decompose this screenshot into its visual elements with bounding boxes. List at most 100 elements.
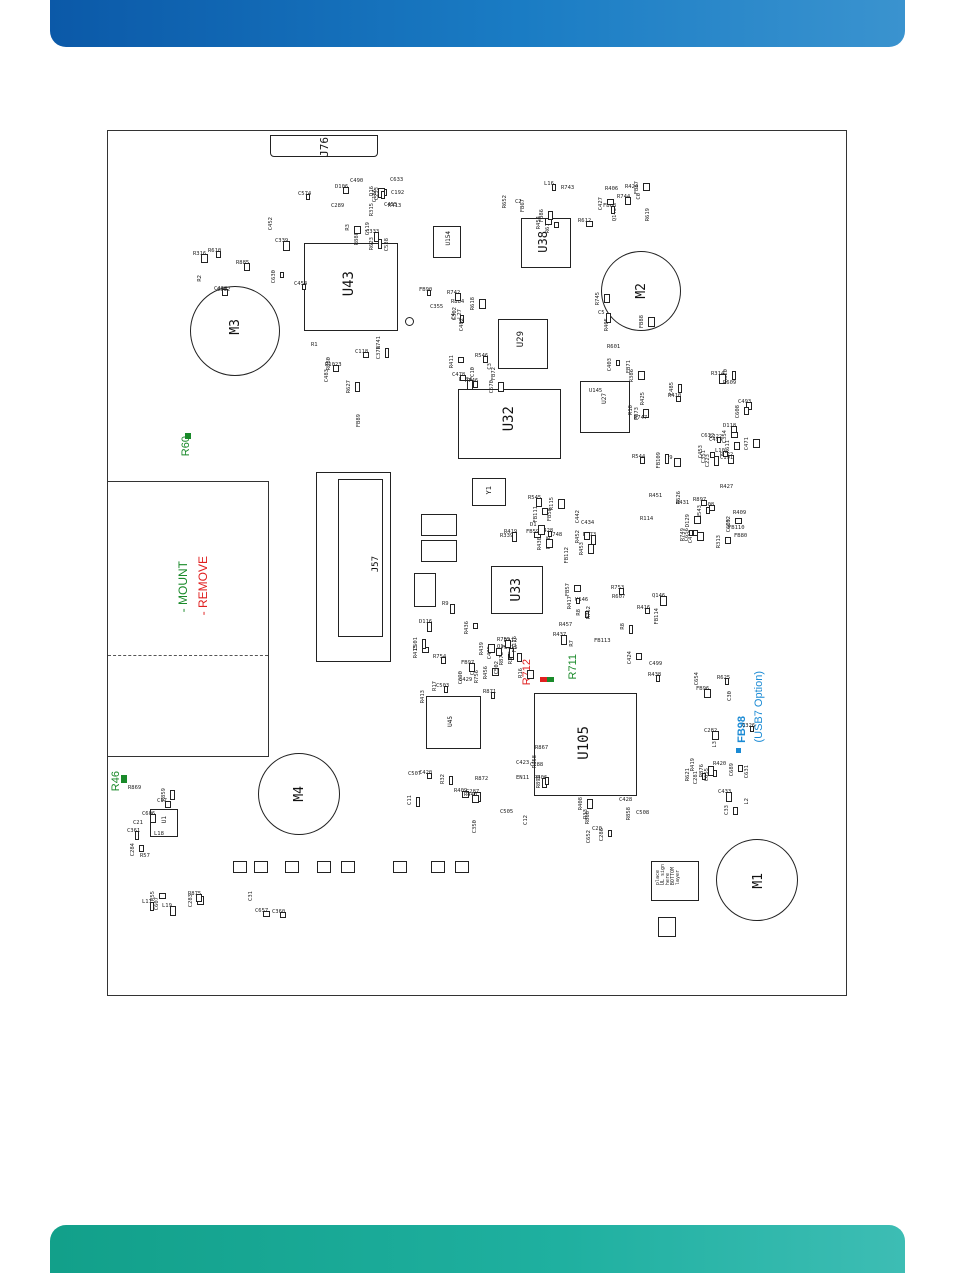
component-label: C408: [701, 502, 715, 508]
footprint-pad: [611, 206, 615, 214]
footprint-pad: [702, 773, 706, 780]
component-label: C607: [154, 897, 160, 911]
component-label: R456: [483, 666, 489, 680]
annotation-mount: - MOUNT: [176, 561, 190, 613]
footprint-pad: [512, 532, 517, 542]
footprint-pad: [629, 625, 633, 634]
footprint-pad: [674, 458, 681, 467]
cap-c655: [421, 540, 457, 562]
label-u29: U29: [516, 331, 526, 348]
footprint-pad: [726, 792, 732, 802]
label-m2: M2: [634, 283, 649, 299]
highlight-r46-pad: [121, 775, 127, 783]
component-label: R419: [504, 529, 518, 535]
component-label: C288: [530, 762, 544, 768]
component-label: R545: [528, 495, 542, 501]
highlight-r712-pad: [540, 677, 547, 682]
component-label: R424: [625, 184, 639, 190]
footprint-pad: [449, 776, 453, 785]
footprint-pad: [584, 532, 590, 540]
component-label: R884: [451, 299, 465, 305]
component-label: C485: [669, 382, 675, 396]
footprint-pad: [746, 402, 752, 410]
chip-u33: [491, 566, 543, 614]
component-label: R313: [716, 535, 722, 549]
highlight-r711-pad: [547, 677, 554, 682]
component-label: R431: [676, 500, 690, 506]
footprint-pad: [735, 518, 742, 524]
footprint-pad: [697, 532, 704, 541]
component-label: R419: [690, 758, 696, 772]
footprint-pad: [574, 585, 581, 592]
highlight-r60-pad: [185, 433, 191, 439]
footprint-pad: [498, 382, 504, 392]
footprint-pad: [546, 539, 553, 548]
component-label: R438: [648, 672, 662, 678]
component-label: C505: [500, 809, 514, 815]
footprint-pad: [460, 375, 466, 381]
component-label: FB71: [626, 360, 632, 374]
component-label: C452: [268, 217, 274, 231]
footprint-pad: [552, 184, 556, 191]
footprint-pad: [491, 692, 495, 699]
component-label: R607: [612, 594, 626, 600]
footprint-pad: [165, 801, 171, 808]
footprint-pad: [469, 663, 475, 672]
footprint-pad: [355, 382, 360, 392]
component-label: C4: [451, 313, 457, 320]
component-label: R544: [632, 454, 646, 460]
footprint-pad: [744, 407, 749, 415]
component-label: C490: [350, 178, 364, 184]
component-label: L17: [142, 899, 152, 905]
component-label: R57: [140, 853, 150, 859]
component-label: R872: [475, 776, 489, 782]
pad-fb114: [393, 861, 407, 873]
footprint-pad: [441, 657, 446, 664]
highlight-fb98-pad: [736, 748, 741, 753]
component-label: C3: [487, 363, 493, 370]
component-label: C501: [413, 637, 419, 651]
chip-u45: [426, 696, 481, 749]
component-label: C454: [294, 281, 308, 287]
component-label: R746: [465, 378, 479, 384]
component-label: C223: [705, 454, 711, 468]
footprint-pad: [732, 371, 736, 380]
component-label: R609: [723, 380, 737, 386]
component-label: R867: [535, 745, 549, 751]
component-label: R413: [388, 203, 402, 209]
component-label: FB89: [356, 414, 362, 428]
component-label: C433: [718, 789, 732, 795]
component-label: C31: [248, 891, 254, 901]
component-label: C424: [627, 651, 633, 665]
footprint-pad: [283, 241, 290, 251]
component-label: R610: [208, 248, 222, 254]
footprint-pad: [534, 532, 541, 538]
component-label: R753: [611, 585, 625, 591]
component-label: R16: [518, 668, 524, 678]
component-label: R458: [532, 755, 538, 769]
component-label: R619: [645, 208, 651, 222]
component-label: R868: [585, 811, 591, 825]
component-label: FB68: [603, 203, 617, 209]
chip-u32: [458, 389, 561, 459]
footprint-pad: [587, 799, 593, 809]
component-label: L19: [162, 903, 172, 909]
component-label: C289: [331, 203, 345, 209]
component-label: D118: [723, 423, 737, 429]
component-label: R315: [369, 203, 375, 217]
footprint-pad: [509, 648, 514, 658]
component-label: R875: [188, 891, 202, 897]
footprint-pad: [244, 263, 250, 271]
component-label: L3: [712, 741, 718, 748]
component-label: R876: [699, 764, 705, 778]
footprint-pad: [709, 505, 715, 511]
footprint-pad: [473, 381, 478, 388]
component-label: R437: [553, 632, 567, 638]
component-label: FB57: [565, 583, 571, 597]
footprint-pad: [719, 374, 726, 384]
mounting-hole-m4: [258, 753, 340, 835]
component-label: C453: [698, 445, 704, 459]
component-label: C632: [701, 433, 715, 439]
component-label: C350: [472, 820, 478, 834]
footprint-pad: [542, 508, 548, 515]
